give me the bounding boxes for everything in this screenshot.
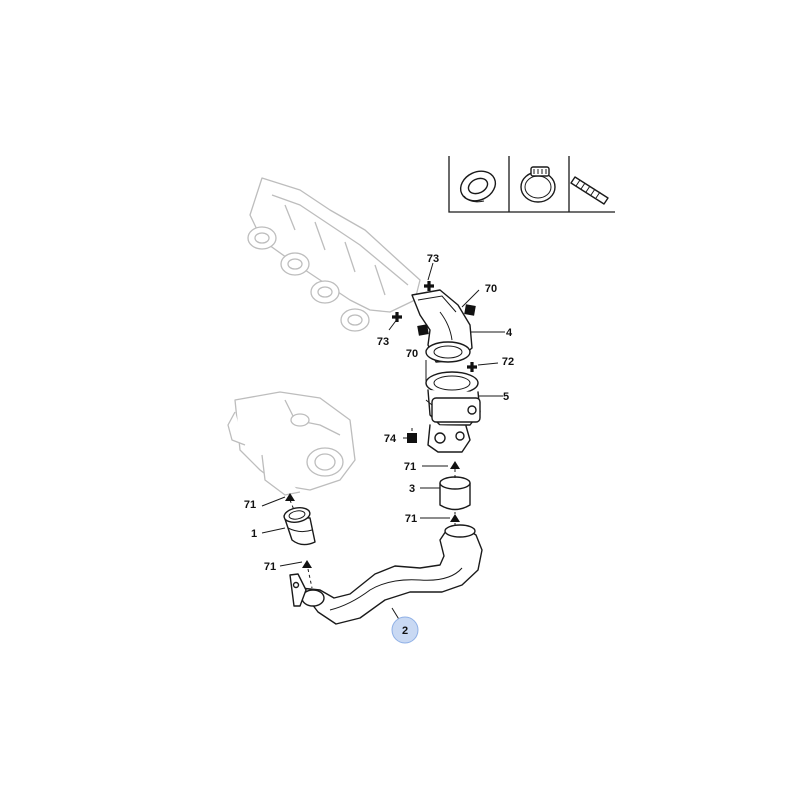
threaded-stud-icon <box>570 176 609 205</box>
highlight-circle <box>391 616 419 644</box>
label-71-turbo: 71 <box>244 499 256 511</box>
triangle-marker-icon <box>302 560 312 568</box>
triangle-marker-icon <box>450 461 460 469</box>
hardware-inset <box>448 156 615 213</box>
label-70-top: 70 <box>485 283 497 295</box>
label-72: 72 <box>502 356 514 368</box>
hose-clamp-icon <box>520 166 556 203</box>
main-pipe-part-2 <box>289 524 483 625</box>
label-73-top: 73 <box>427 253 439 265</box>
label-2: 2 <box>402 625 408 637</box>
square-marker-icon <box>417 324 429 336</box>
label-74: 74 <box>384 433 397 445</box>
label-4: 4 <box>506 327 513 339</box>
turbocharger-context <box>227 391 356 496</box>
egr-valve-part-5 <box>425 360 481 453</box>
sleeve-part-3 <box>439 476 471 511</box>
cross-marker-icon <box>392 312 402 322</box>
markers <box>285 281 477 568</box>
label-71-lower: 71 <box>264 561 276 573</box>
triangle-marker-icon <box>285 493 295 501</box>
cross-marker-icon <box>467 362 477 372</box>
seal-washer-icon <box>459 170 497 203</box>
label-71-valve: 71 <box>404 461 416 473</box>
label-70-bottom: 70 <box>406 348 418 360</box>
triangle-marker-icon <box>450 514 460 522</box>
cross-marker-icon <box>424 281 434 291</box>
label-1: 1 <box>251 528 257 540</box>
exhaust-manifold-context <box>247 177 421 332</box>
square-marker-icon <box>407 433 417 443</box>
reference-labels: 2 73 73 70 70 4 72 5 74 71 3 71 71 1 71 <box>244 253 514 644</box>
label-5: 5 <box>503 391 509 403</box>
label-3: 3 <box>409 483 415 495</box>
square-marker-icon <box>464 304 476 316</box>
label-73-bottom: 73 <box>377 336 389 348</box>
connector-part-1 <box>283 507 316 546</box>
label-71-pipe: 71 <box>405 513 417 525</box>
